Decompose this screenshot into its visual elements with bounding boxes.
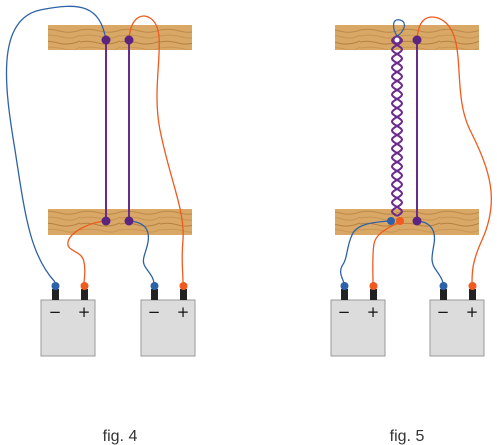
negative-terminal-cap — [150, 282, 159, 290]
fig5-node-top-twisted — [392, 35, 402, 45]
fig5-battery-right: − + — [429, 282, 485, 357]
positive-terminal-cap — [468, 282, 477, 290]
fig4-top-board — [48, 25, 192, 50]
negative-terminal-cap — [439, 282, 448, 290]
positive-terminal — [370, 289, 377, 300]
fig4-node-top-right — [124, 35, 134, 45]
fig4-long-positive-wire — [128, 15, 184, 285]
negative-terminal — [52, 289, 59, 300]
fig5-node-top-right — [412, 35, 422, 45]
fig5-left-negative-wire — [339, 220, 392, 285]
figure-5: − + − + fig. 5 — [330, 16, 493, 445]
negative-terminal-cap — [51, 282, 60, 290]
negative-sign: − — [49, 303, 62, 321]
negative-terminal — [151, 289, 158, 300]
fig5-battery-left: − + — [330, 282, 386, 357]
negative-sign: − — [437, 303, 450, 321]
fig5-right-negative-wire — [416, 220, 444, 285]
fig5-node-bottom-right — [412, 216, 422, 226]
negative-sign: − — [338, 303, 351, 321]
positive-terminal-cap — [369, 282, 378, 290]
negative-terminal-cap — [340, 282, 349, 290]
fig4-node-bottom-right — [124, 216, 134, 226]
fig5-left-positive-wire — [372, 220, 401, 285]
fig4-short-positive-wire — [67, 220, 107, 285]
fig4-node-bottom-left — [101, 216, 111, 226]
fig5-node-bottom-mid — [396, 217, 404, 225]
negative-terminal — [440, 289, 447, 300]
positive-terminal — [469, 289, 476, 300]
fig4-node-top-left — [101, 35, 111, 45]
fig4-bottom-board — [48, 209, 192, 235]
fig4-battery-right: − + — [140, 282, 196, 357]
fig4-caption: fig. 4 — [103, 428, 138, 445]
negative-terminal — [341, 289, 348, 300]
fig5-long-positive-wire — [416, 16, 493, 285]
positive-terminal — [180, 289, 187, 300]
twisted-strand-b — [390, 35, 404, 217]
positive-terminal — [81, 289, 88, 300]
fig5-node-bottom-left — [387, 217, 395, 225]
positive-terminal-cap — [179, 282, 188, 290]
positive-terminal-cap — [80, 282, 89, 290]
fig4-short-negative-wire — [128, 220, 155, 285]
negative-sign: − — [148, 303, 161, 321]
fig5-top-board — [335, 25, 479, 50]
positive-sign: + — [466, 303, 479, 321]
positive-sign: + — [367, 303, 380, 321]
positive-sign: + — [78, 303, 91, 321]
fig5-bottom-board — [335, 209, 479, 235]
fig5-twisted-wire-pair — [390, 35, 404, 217]
figure-4: − + − + fig. 4 — [5, 5, 196, 445]
fig5-caption: fig. 5 — [390, 428, 425, 445]
positive-sign: + — [177, 303, 190, 321]
fig4-battery-left: − + — [40, 282, 96, 357]
fig5-top-negative-loop — [393, 19, 406, 37]
fig4-long-negative-wire — [5, 5, 107, 283]
